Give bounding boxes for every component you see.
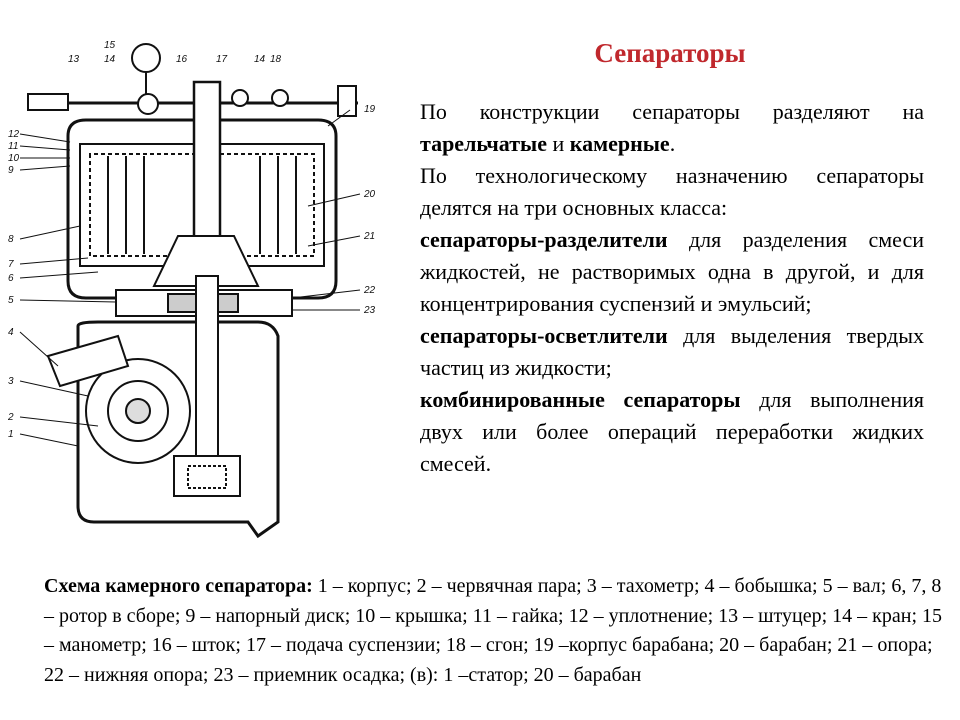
label-10: 10: [8, 153, 20, 164]
label-14b: 14: [254, 54, 266, 65]
paragraph-separators-clarifiers: сепараторы-осветлители для выделения тве…: [420, 320, 924, 384]
term-dividers: сепараторы-разделители: [420, 227, 668, 252]
label-18: 18: [270, 54, 282, 65]
label-11: 11: [8, 141, 18, 152]
label-5: 5: [8, 295, 14, 306]
label-12: 12: [8, 129, 20, 140]
separator-diagram: 12 11 10 9 8 7 6 5 4 3 2 1 15 13 14 16 1…: [8, 40, 376, 539]
slide-title: Сепараторы: [594, 38, 746, 68]
label-20: 20: [363, 189, 376, 200]
label-19: 19: [364, 104, 376, 115]
paragraph-text: для разделения смеси жидкостей, не раств…: [420, 227, 924, 316]
paragraph-separators-combined: комбинированные сепараторы для выполнени…: [420, 384, 924, 480]
label-16: 16: [176, 54, 188, 65]
label-15: 15: [104, 40, 116, 51]
term-plate: тарельчатые: [420, 131, 547, 156]
label-1: 1: [8, 429, 14, 440]
paragraph-text: По конструкции сепараторы разделяют на: [420, 99, 924, 124]
label-8: 8: [8, 234, 14, 245]
label-21: 21: [363, 231, 375, 242]
label-14: 14: [104, 54, 116, 65]
paragraph-text: для выполнения двух или более операций п…: [420, 387, 924, 476]
figure-caption: Схема камерного сепаратора: 1 – корпус; …: [44, 572, 952, 690]
label-23: 23: [363, 305, 376, 316]
caption-text: 1 – корпус; 2 – червячная пара; 3 – тахо…: [44, 575, 943, 686]
label-7: 7: [8, 259, 14, 270]
label-22: 22: [363, 285, 376, 296]
paragraph-text: для выделения твердых частиц из жидкости…: [420, 323, 924, 380]
paragraph-construction: По конструкции сепараторы разделяют на т…: [420, 96, 924, 160]
term-chamber: камерные: [569, 131, 670, 156]
paragraph-classes: По технологическому назначению сепаратор…: [420, 163, 924, 220]
label-4: 4: [8, 327, 14, 338]
term-combined: комбинированные сепараторы: [420, 387, 741, 412]
label-2: 2: [8, 412, 14, 423]
label-13: 13: [68, 54, 80, 65]
term-clarifiers: сепараторы-осветлители: [420, 323, 668, 348]
label-17: 17: [216, 54, 228, 65]
paragraph-text: .: [669, 131, 676, 156]
label-6: 6: [8, 273, 14, 284]
body-text: По конструкции сепараторы разделяют на т…: [420, 96, 924, 480]
label-3: 3: [8, 376, 14, 387]
paragraph-separators-dividers: сепараторы-разделители для разделения см…: [420, 224, 924, 320]
paragraph-text: и: [546, 131, 570, 156]
caption-title: Схема камерного сепаратора:: [44, 575, 313, 597]
label-9: 9: [8, 165, 14, 176]
